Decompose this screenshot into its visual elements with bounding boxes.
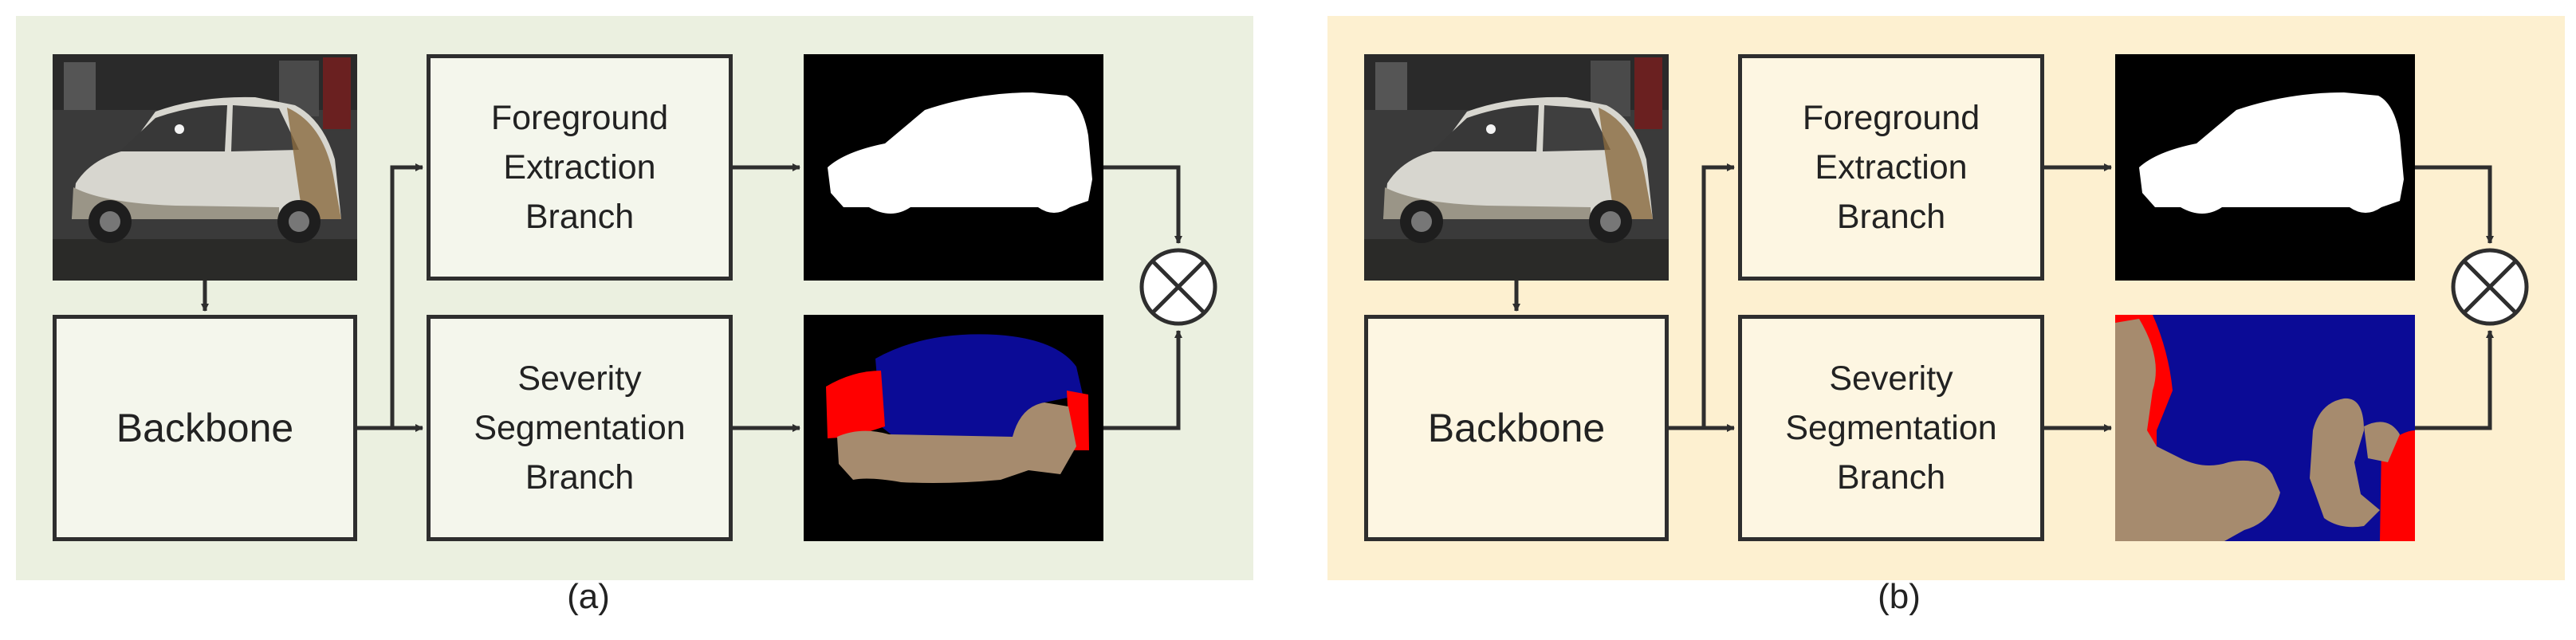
severity-branch-label: Severity Segmentation Branch xyxy=(474,359,686,497)
input-car-image xyxy=(1364,54,1669,281)
foreground-extraction-branch-box: Foreground Extraction Branch xyxy=(427,54,733,281)
backbone-box: Backbone xyxy=(1364,315,1669,541)
arrow-to-foreground-branch xyxy=(390,163,423,428)
arrow-mask-to-multiply xyxy=(2415,165,2494,244)
panel-a-arrows xyxy=(53,54,1217,541)
panel-a: Backbone Foreground Extraction Branch Se… xyxy=(16,16,1253,580)
arrow-to-foreground-branch xyxy=(1701,163,1735,428)
arrow-seg-to-multiply xyxy=(1103,330,1182,430)
severity-segmentation-branch-box: Severity Segmentation Branch xyxy=(1738,315,2044,541)
backbone-box: Backbone xyxy=(53,315,357,541)
caption-a: (a) xyxy=(567,577,610,616)
foreground-branch-label: Foreground Extraction Branch xyxy=(1802,99,1980,236)
arrow-seg-to-multiply xyxy=(2415,330,2494,430)
backbone-label: Backbone xyxy=(116,406,294,450)
multiply-circle-icon xyxy=(2451,248,2529,326)
severity-segmentation-image xyxy=(2115,315,2415,541)
severity-segmentation-image xyxy=(804,315,1103,541)
foreground-extraction-branch-box: Foreground Extraction Branch xyxy=(1738,54,2044,281)
arrow-mask-to-multiply xyxy=(1103,165,1182,244)
foreground-mask-image xyxy=(804,54,1103,281)
panel-b: Backbone Foreground Extraction Branch Se… xyxy=(1327,16,2565,580)
foreground-mask-image xyxy=(2115,54,2415,281)
caption-b: (b) xyxy=(1878,577,1921,616)
multiply-circle-icon xyxy=(1139,248,1217,326)
foreground-branch-label: Foreground Extraction Branch xyxy=(490,99,669,236)
panel-b-arrows xyxy=(1364,54,2529,541)
severity-branch-label: Severity Segmentation Branch xyxy=(1785,359,1997,497)
input-car-image xyxy=(53,54,357,281)
severity-segmentation-branch-box: Severity Segmentation Branch xyxy=(427,315,733,541)
backbone-label: Backbone xyxy=(1427,406,1606,450)
